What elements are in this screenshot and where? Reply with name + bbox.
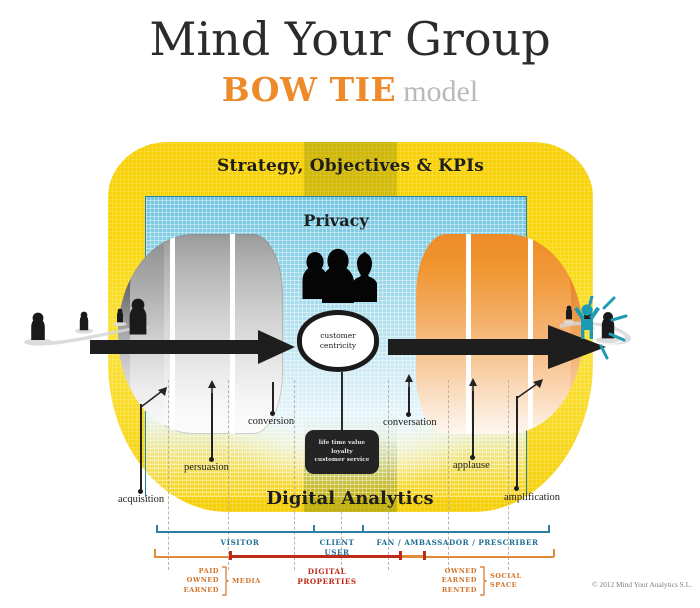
social-overlap-span [402,555,424,558]
callout-stem [272,382,274,414]
column-divider [448,380,449,570]
advocacy-funnel-cone [416,234,583,434]
media-item-earned: EARNED [183,585,219,594]
column-divider [294,380,295,570]
stage-label-conversation: conversation [383,417,437,428]
channel-media-items: PAID OWNED EARNED [177,567,219,595]
advocacy-flow-arrow [388,325,606,369]
page-title: Mind Your Group [149,12,551,66]
acquisition-arrowhead [140,387,167,408]
social-brace [480,566,487,596]
dp-line2: PROPERTIES [297,576,357,586]
callout-dot [406,412,411,417]
media-overlap-span [232,555,256,558]
bracket-tick [362,525,364,532]
channel-group-media: MEDIA [232,577,261,585]
column-divider [168,380,169,570]
audience-bracket-line [156,531,550,533]
audience-label-user: USER [324,548,350,557]
stage-label-acquisition: acquisition [118,494,165,505]
social-item-rented: RENTED [441,585,477,594]
brand-name: BOW TIE [221,70,397,109]
social-item-earned: EARNED [441,576,477,585]
social-group-line2: SPACE [490,581,518,590]
center-node-line2: centricity [319,341,357,350]
audience-label-client: CLIENT [319,538,355,547]
channel-social-items: OWNED EARNED RENTED [431,567,477,595]
center-node-line1: customer [320,331,356,340]
bracket-tick [156,525,158,532]
acquisition-flow-arrow [90,330,295,364]
amplification-arrowhead [516,379,543,399]
stage-label-amplification: amplification [504,492,560,503]
cone-stripe [170,234,175,434]
customer-group-icon [302,248,377,303]
callout-dot [270,411,275,416]
bracket-tick [399,551,402,560]
column-divider [388,380,389,570]
entering-customer-figure [129,298,147,335]
media-brace [222,566,229,596]
cone-stripe [230,234,235,434]
cone-stripe [528,234,533,434]
callout-stem [408,387,410,415]
bracket-tick [229,551,232,560]
callout-stem [211,393,213,459]
dp-line1: DIGITAL [307,567,347,576]
ltv-line3: customer service [314,457,370,464]
stage-label-applause: applause [453,460,490,471]
privacy-label: Privacy [303,211,369,230]
ltv-line2: loyalty [331,448,353,455]
callout-stem [140,404,142,491]
column-divider [341,380,342,570]
channel-group-social-space: SOCIAL SPACE [490,572,522,591]
cone-stripe [466,234,471,434]
callout-dot [209,457,214,462]
audience-label-visitor: VISITOR [220,538,260,547]
callout-stem [472,391,474,457]
social-group-line1: SOCIAL [490,572,522,580]
incoming-audience-figures [24,308,150,346]
callout-stem [516,396,518,488]
value-box-connector [341,372,343,430]
media-item-paid: PAID [198,567,219,575]
stage-label-conversion: conversion [248,416,295,427]
advocate-celebrating-figure [574,296,628,360]
audience-label-fan: FAN / AMBASSADOR / PRESCRIBER [376,538,539,547]
strategy-banner-label: Strategy, Objectives & KPIs [217,156,484,176]
stage-label-persuasion: persuasion [184,462,229,473]
lifetime-value-box: life time value loyalty customer service [305,430,379,474]
callout-dot [470,455,475,460]
bracket-tick [548,525,550,532]
column-divider [508,380,509,570]
channel-group-digital-properties: DIGITAL PROPERTIES [272,567,382,586]
digital-analytics-banner: Digital Analytics [266,488,434,509]
callout-dot [138,489,143,494]
copyright-notice: © 2012 Mind Your Analytics S.L. [591,580,692,589]
column-divider [228,380,229,570]
bracket-tick [553,549,555,557]
customer-centricity-node: customer centricity [297,310,379,372]
model-word: model [403,75,479,108]
callout-dot [514,486,519,491]
ltv-line1: life time value [318,440,366,447]
digital-properties-span [256,555,400,558]
bracket-tick [423,551,426,560]
bracket-tick [313,525,315,532]
media-item-owned: OWNED [186,576,219,585]
bracket-tick [154,549,156,557]
social-item-owned: OWNED [444,567,477,575]
